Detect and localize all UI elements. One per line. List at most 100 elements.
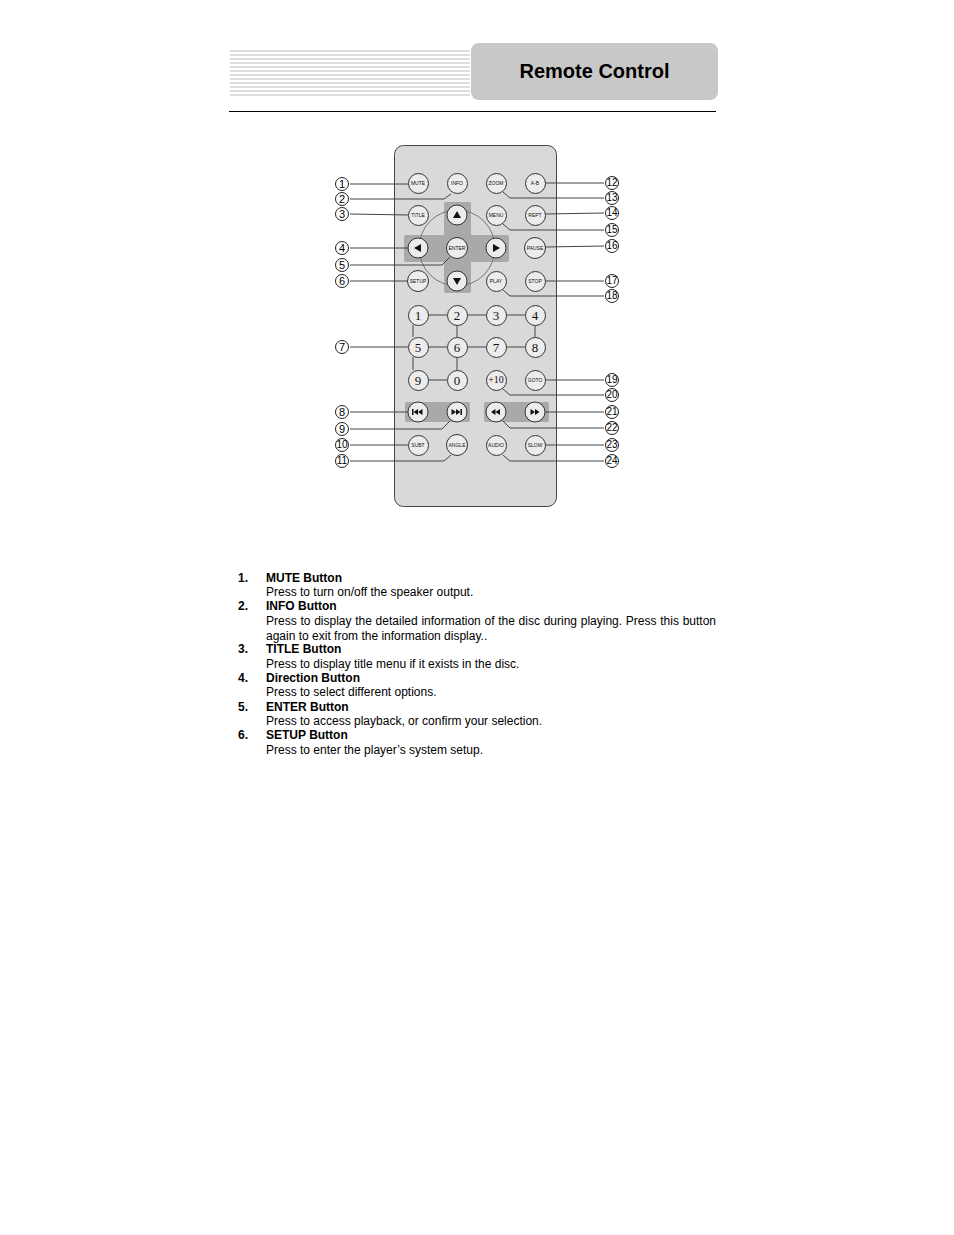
button-label: MUTE (411, 181, 425, 186)
page-title: Remote Control (520, 60, 670, 83)
item-number: 2. (238, 599, 248, 614)
remote-button: 7 (486, 337, 507, 358)
callout-number: 12 (605, 176, 619, 190)
remote-button: +10 (486, 370, 507, 391)
item-description: Press to enter the player’s system setup… (266, 743, 716, 758)
item-description: Press to select different options. (266, 685, 716, 700)
button-label: TITLE (411, 213, 425, 218)
button-label: SLOW (528, 443, 543, 448)
remote-button: STOP (525, 271, 546, 292)
button-label: 5 (415, 341, 422, 354)
remote-button: ZOOM (486, 173, 507, 194)
button-label: MENU (489, 213, 504, 218)
remote-button: 0 (447, 370, 468, 391)
button-label: 0 (454, 374, 461, 387)
callout-number: 8 (335, 405, 349, 419)
item-description: Press to display title menu if it exists… (266, 657, 716, 672)
item-heading: Direction Button (266, 671, 360, 686)
remote-button: MENU (486, 205, 507, 226)
button-label: PAUSE (527, 246, 544, 251)
remote-button: 1 (408, 305, 429, 326)
remote-button: MUTE (408, 173, 429, 194)
remote-button: TITLE (408, 205, 429, 226)
remote-button: A-B (525, 173, 546, 194)
callout-number: 7 (335, 340, 349, 354)
button-label: REPT (528, 213, 541, 218)
remote-button: REPT (525, 205, 546, 226)
button-label: AUDIO (488, 443, 504, 448)
button-label: ENTER (449, 246, 466, 251)
callout-number: 22 (605, 421, 619, 435)
callout-number: 21 (605, 405, 619, 419)
remote-button: 2 (447, 305, 468, 326)
callout-number: 2 (335, 192, 349, 206)
item-description: Press to turn on/off the speaker output. (266, 585, 716, 600)
leader-lines (350, 183, 604, 461)
item-heading: ENTER Button (266, 700, 349, 715)
title-tab (471, 43, 718, 100)
button-label: STOP (528, 279, 542, 284)
remote-button: ENTER (446, 237, 468, 259)
callout-number: 9 (335, 422, 349, 436)
callout-number: 5 (335, 258, 349, 272)
remote-button: AUDIO (486, 435, 507, 456)
remote-button: PAUSE (524, 237, 546, 259)
item-heading: INFO Button (266, 599, 337, 614)
button-symbols (412, 211, 540, 415)
button-label: A-B (531, 181, 539, 186)
remote-button: PLAY (486, 271, 507, 292)
item-number: 6. (238, 728, 248, 743)
button-label: 6 (454, 341, 461, 354)
item-number: 5. (238, 700, 248, 715)
callout-number: 13 (605, 191, 619, 205)
callout-number: 15 (605, 223, 619, 237)
item-heading: SETUP Button (266, 728, 348, 743)
callout-number: 16 (605, 239, 619, 253)
button-label: 7 (493, 341, 500, 354)
button-label: SUBT (411, 443, 424, 448)
callout-number: 11 (335, 454, 349, 468)
item-heading: MUTE Button (266, 571, 342, 586)
callout-number: 17 (605, 274, 619, 288)
callout-number: 3 (335, 207, 349, 221)
callout-number: 14 (605, 206, 619, 220)
remote-button: SETUP (407, 270, 429, 292)
callout-number: 10 (335, 438, 349, 452)
remote-button: SLOW (525, 435, 546, 456)
callout-number: 6 (335, 274, 349, 288)
callout-number: 19 (605, 373, 619, 387)
remote-button: SUBT (408, 435, 429, 456)
remote-body (395, 146, 557, 507)
callout-number: 24 (605, 454, 619, 468)
remote-button: 8 (525, 337, 546, 358)
remote-button: ANGLE (446, 434, 468, 456)
callout-number: 1 (335, 177, 349, 191)
button-label: PLAY (490, 279, 502, 284)
item-number: 4. (238, 671, 248, 686)
item-number: 3. (238, 642, 248, 657)
button-label: +10 (488, 375, 504, 385)
button-label: 8 (532, 341, 539, 354)
symbol-buttons (408, 205, 545, 422)
button-label: SETUP (410, 279, 427, 284)
item-description: Press to display the detailed informatio… (266, 614, 716, 643)
header-rule (229, 111, 716, 112)
button-label: GOTO (528, 378, 543, 383)
callout-number: 23 (605, 438, 619, 452)
remote-button: 9 (408, 370, 429, 391)
button-label: 9 (415, 374, 422, 387)
button-label: 1 (415, 309, 422, 322)
remote-button: GOTO (525, 370, 546, 391)
remote-button: INFO (447, 173, 468, 194)
remote-button: 5 (408, 337, 429, 358)
item-description: Press to access playback, or confirm you… (266, 714, 716, 729)
button-label: 3 (493, 309, 500, 322)
button-label: INFO (451, 181, 463, 186)
dpad-shading (404, 202, 549, 422)
button-label: 4 (532, 309, 539, 322)
button-label: 2 (454, 309, 461, 322)
remote-button: 6 (447, 337, 468, 358)
callout-number: 18 (605, 289, 619, 303)
button-label: ANGLE (449, 443, 466, 448)
remote-button: 4 (525, 305, 546, 326)
